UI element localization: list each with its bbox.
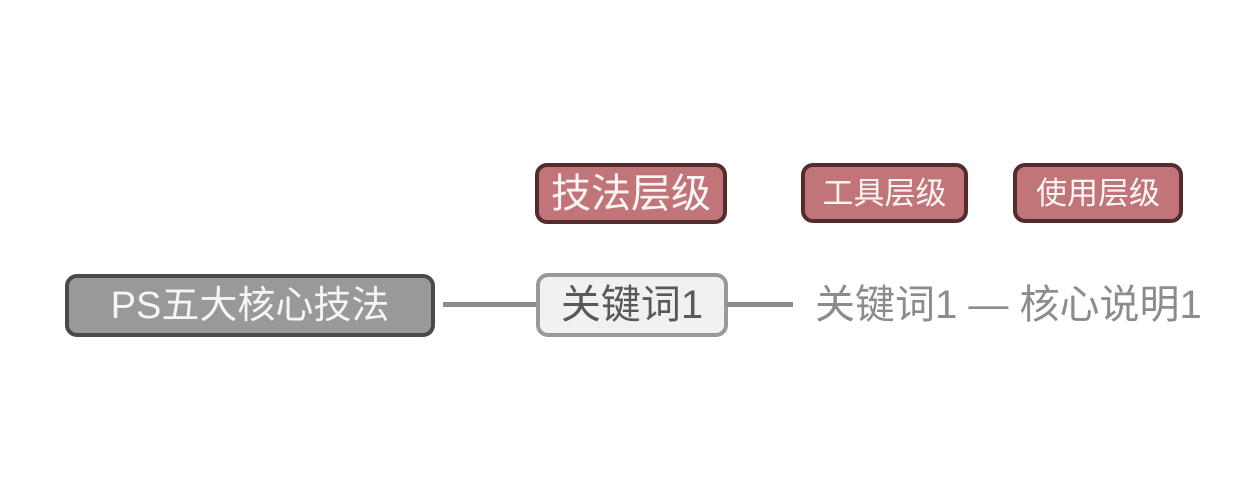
column-header-tool-level[interactable]: 工具层级 (801, 163, 968, 223)
connector-root-to-keyword (443, 302, 536, 307)
detail-text-node[interactable]: 关键词1 — 核心说明1 (815, 283, 1202, 327)
connector-keyword-to-detail (726, 302, 793, 307)
column-header-technique-level[interactable]: 技法层级 (535, 163, 727, 224)
root-node[interactable]: PS五大核心技法 (65, 274, 435, 337)
keyword-node[interactable]: 关键词1 (536, 273, 728, 337)
column-header-usage-level[interactable]: 使用层级 (1013, 163, 1183, 223)
